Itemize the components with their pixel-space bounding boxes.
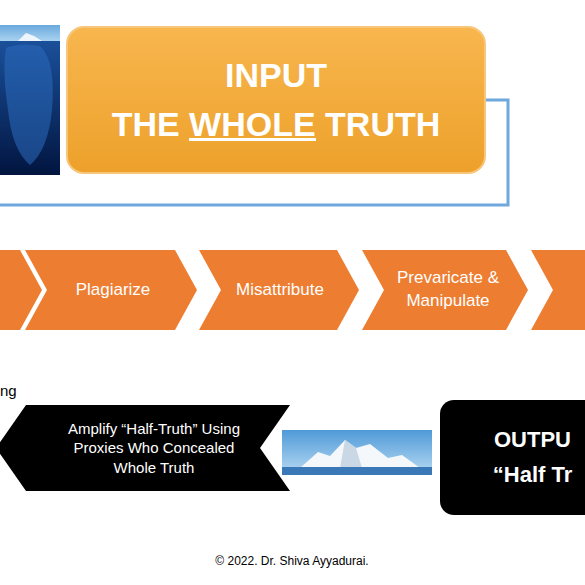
process-chevron: Plagiarize — [25, 250, 197, 330]
iceberg-image — [0, 25, 60, 175]
output-box: OUTPU“Half Tr — [440, 400, 585, 515]
text-wrap: Misattribute — [199, 250, 359, 330]
node-text: Prevaricate & Manipulate — [390, 267, 506, 313]
text-wrap: Amplify “Half-Truth” Using Proxies Who C… — [0, 405, 290, 491]
iceberg-tip-image — [282, 430, 432, 475]
copyright-note: © 2022. Dr. Shiva Ayyadurai. — [215, 554, 368, 568]
text-wrap: INPUTTHE WHOLE TRUTH — [68, 28, 484, 172]
text-wrap: Prevaricate & Manipulate — [362, 250, 528, 330]
process-chevron: Prevaricate & Manipulate — [362, 250, 528, 330]
chevron-shape — [0, 405, 290, 491]
chevron-shape — [25, 250, 197, 330]
text-wrap: Plagiarize — [25, 250, 197, 330]
node-text: OUTPU — [494, 423, 571, 457]
text-wrap: OUTPU“Half Tr — [440, 400, 585, 515]
node-text: “Half Tr — [493, 458, 572, 492]
node-text: THE WHOLE TRUTH — [112, 100, 441, 149]
node-text: Misattribute — [236, 279, 324, 300]
node-text: Plagiarize — [76, 279, 151, 300]
word-underline — [189, 138, 316, 141]
amplify-chevron: Amplify “Half-Truth” Using Proxies Who C… — [0, 405, 290, 491]
process-chevron: Misattribute — [199, 250, 359, 330]
partial-chevron — [531, 250, 585, 330]
node-text: INPUT — [225, 51, 327, 100]
chevron-outline — [362, 250, 528, 330]
chevron-shape — [362, 250, 528, 330]
input-box: INPUTTHE WHOLE TRUTH — [66, 26, 486, 174]
cut-off-text: ng — [0, 382, 17, 399]
node-text: Amplify “Half-Truth” Using Proxies Who C… — [58, 419, 250, 478]
chevron-shape — [199, 250, 359, 330]
